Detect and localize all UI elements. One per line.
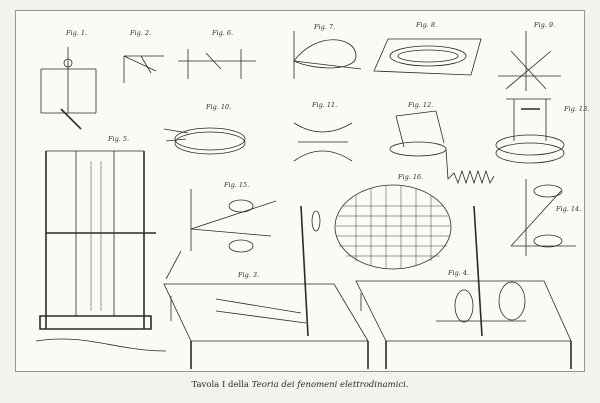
figure-label-8: Fig. 8. [415,21,437,29]
figure-10: Fig. 10. [163,103,246,155]
engraved-plate: Fig. 1. Fig. 2. Fig. 6. [15,10,589,372]
figure-label-5: Fig. 5. [107,135,129,143]
figure-8: Fig. 8. [373,21,482,76]
figure-label-3: Fig. 3. [237,271,259,279]
figure-label-14: Fig. 14. [555,205,581,213]
figure-label-12: Fig. 12. [407,101,433,109]
figure-5: Fig. 5. [35,135,167,352]
figure-label-11: Fig. 11. [311,101,337,109]
figure-14: Fig. 14. [510,179,581,256]
figure-label-7: Fig. 7. [313,23,335,31]
caption-prefix: Tavola I della [191,380,252,390]
figure-label-15: Fig. 15. [223,181,249,189]
figure-label-13: Fig. 13. [563,105,589,113]
figure-3: Fig. 3. [163,205,369,369]
figure-11: Fig. 11. [293,101,353,162]
figure-4: Fig. 4. [355,205,572,369]
figure-15: Fig. 15. [165,181,277,280]
figure-12: Fig. 12. [389,101,495,185]
figure-9: Fig. 9. [498,21,561,91]
figure-7: Fig. 7. [293,23,362,79]
figure-13: Fig. 13. [495,98,589,164]
figure-label-1: Fig. 1. [65,29,87,37]
plate-illustration: Fig. 1. Fig. 2. Fig. 6. [35,21,589,369]
figure-label-16: Fig. 16. [397,173,423,181]
figure-label-4: Fig. 4. [447,269,469,277]
figure-label-9: Fig. 9. [533,21,555,29]
figure-label-10: Fig. 10. [205,103,231,111]
caption-title: Teoria dei fenomeni elettrodinamici. [251,380,409,390]
figure-1: Fig. 1. [40,29,97,130]
figure-2: Fig. 2. [123,29,164,83]
figure-16: Fig. 16. [334,173,452,270]
figure-label-2: Fig. 2. [129,29,151,37]
figure-6: Fig. 6. [178,29,256,79]
plate-caption: Tavola I della Teoria dei fenomeni elett… [0,380,600,390]
figure-label-6: Fig. 6. [211,29,233,37]
